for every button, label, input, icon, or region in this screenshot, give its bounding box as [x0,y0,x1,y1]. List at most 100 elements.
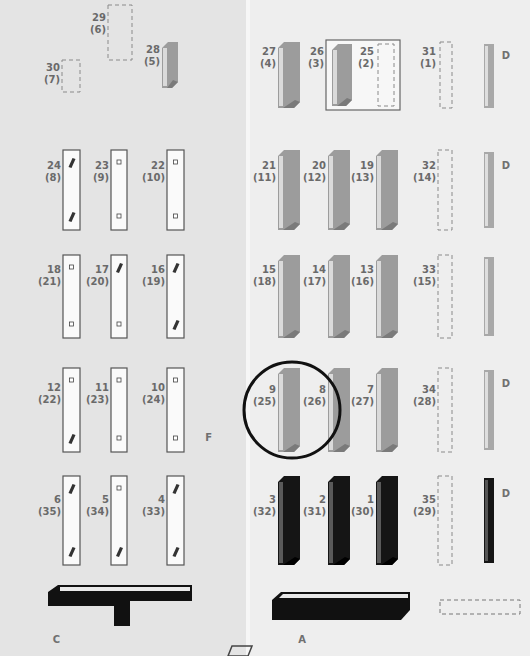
relay-pin-blade [69,547,76,557]
fuse-highlight [377,156,381,228]
fuse-highlight [329,261,333,336]
fuse-bar-highlight [279,594,408,598]
relay-block [48,585,192,626]
fuse [376,255,398,338]
relay-pin [174,214,178,218]
right-panel [248,0,530,656]
slot-number: (11) [253,172,276,184]
slot-number: (7) [44,74,60,86]
position-letter: C [53,634,60,646]
thin-fuse [484,478,494,563]
highlight-circle [244,362,340,458]
thin-fuse-highlight [485,372,488,448]
slot-number: 31 [422,46,436,58]
relay-slot [167,368,184,452]
slot-number: 22 [151,160,165,172]
fuse-bevel [283,100,300,108]
fuse-highlight [279,482,283,563]
pointer-mark [228,646,252,656]
slot-number: (3) [308,58,324,70]
relay-pin [70,378,74,382]
slot-number: (27) [351,396,374,408]
slot-number: 29 [92,12,106,24]
slot-number: 14 [312,264,326,276]
slot-number: 21 [262,160,276,172]
slot-number: 2 [319,494,326,506]
empty-slot [438,368,452,452]
slot-number: (35) [38,506,61,518]
slot-number: 25 [360,46,374,58]
slot-number: 7 [367,384,374,396]
empty-slot [378,44,394,106]
relay-pin-blade [69,212,76,222]
thin-fuse [484,257,494,336]
slot-number: (33) [142,506,165,518]
slot-number: (26) [303,396,326,408]
thin-fuse [484,44,494,108]
fuse-bevel [381,557,398,565]
slot-number: (8) [45,172,61,184]
slot-number: (1) [420,58,436,70]
position-letter: D [502,160,510,172]
slot-number: (15) [413,276,436,288]
slot-number: (18) [253,276,276,288]
position-letter: D [502,50,510,62]
slot-number: 9 [269,384,276,396]
fuse-highlight [279,156,283,228]
empty-slot [440,42,452,108]
fuse-bevel [381,444,398,452]
fuse [162,42,178,88]
slot-number: 4 [158,494,165,506]
fuse-highlight [377,482,381,563]
fuse [278,150,300,230]
position-letter: D [502,378,510,390]
relay-slot [167,476,184,565]
slot-number: 24 [47,160,61,172]
slot-number: (29) [413,506,436,518]
slot-number: (19) [142,276,165,288]
relay-pin [117,214,121,218]
position-letter: F [205,432,212,444]
slot-number: (20) [86,276,109,288]
slot-number: (24) [142,394,165,406]
fuse-bevel [333,444,350,452]
empty-slot [438,255,452,338]
relay-pin-blade [173,484,180,494]
relay-pin [117,436,121,440]
slot-number: (13) [351,172,374,184]
slot-number: 18 [47,264,61,276]
relay-pin-blade [173,320,180,330]
thin-fuse-highlight [485,259,488,334]
slot-number: (23) [86,394,109,406]
fuse-highlight [377,374,381,450]
fuse-bar [272,592,410,620]
relay-highlight [60,587,190,591]
relay-pin [70,322,74,326]
slot-number: 23 [95,160,109,172]
relay-pin [117,486,121,490]
slot-number: 26 [310,46,324,58]
slot-number: 1 [367,494,374,506]
thin-fuse-highlight [485,480,488,561]
fuse-bevel [333,557,350,565]
fuse [278,368,300,452]
slot-number: 8 [319,384,326,396]
slot-number: 28 [146,44,160,56]
fuse-bevel [167,80,178,88]
slot-number: 20 [312,160,326,172]
position-letter: D [502,488,510,500]
slot-number: 16 [151,264,165,276]
slot-number: 27 [262,46,276,58]
relay-slot [63,368,80,452]
slot-number: (22) [38,394,61,406]
relay-pin-blade [116,263,123,273]
slot-number: 17 [95,264,109,276]
fuse [278,255,300,338]
slot-number: (4) [260,58,276,70]
slot-number: 19 [360,160,374,172]
relay-pin-blade [173,263,180,273]
relay-slot [111,150,127,230]
slot-number: 12 [47,382,61,394]
relay-pin-blade [69,158,76,168]
fuse [328,150,350,230]
